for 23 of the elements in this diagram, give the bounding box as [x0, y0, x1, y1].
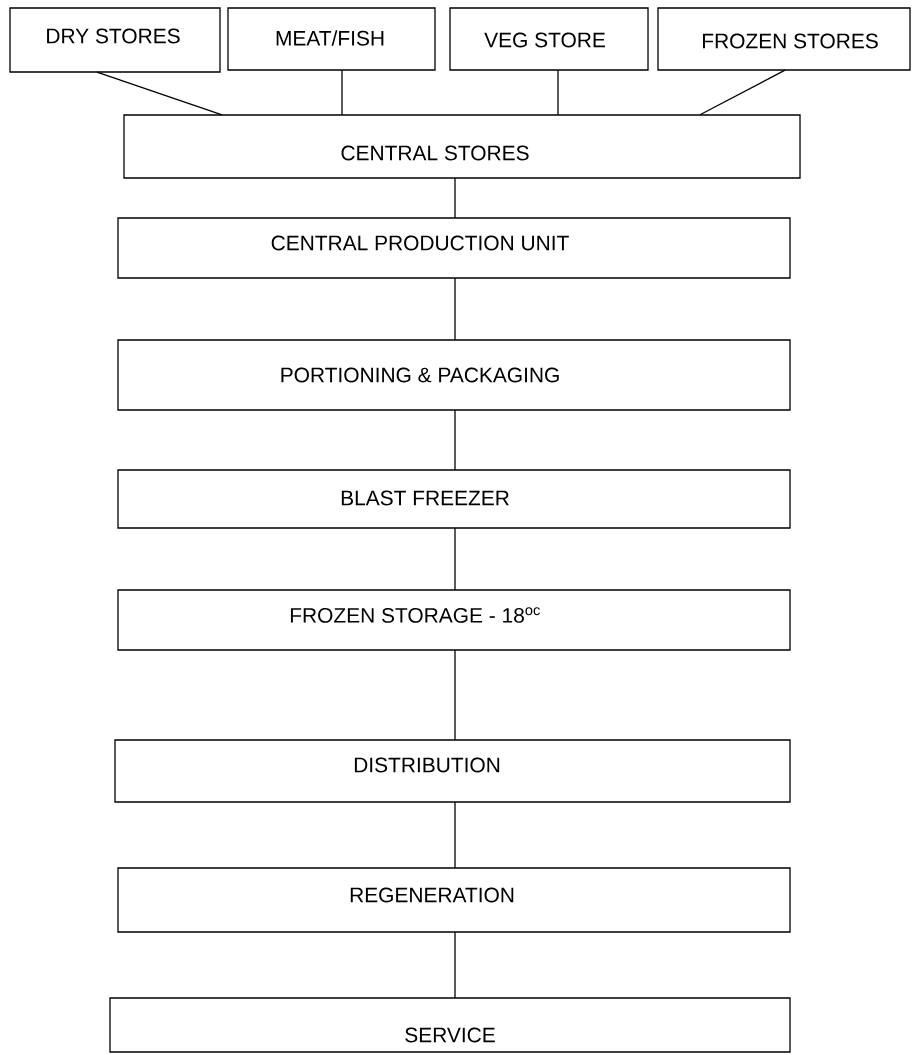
process-box: REGENERATION [117, 867, 791, 933]
connector-line [454, 277, 456, 341]
process-box: FROZEN STORAGE - 18$^{oc}$ [117, 589, 791, 651]
connector-line [454, 649, 456, 741]
connector-line [454, 177, 456, 219]
connector-line [454, 409, 456, 471]
process-box: DRY STORES [9, 7, 221, 73]
process-box: BLAST FREEZER [117, 469, 791, 529]
process-box: DISTRIBUTION [114, 739, 791, 803]
connector-line [699, 69, 786, 116]
process-box: CENTRAL PRODUCTION UNIT [117, 217, 791, 279]
connector-line [341, 69, 343, 116]
process-box: FROZEN STORES [657, 7, 911, 71]
process-box: VEG STORE [449, 7, 649, 71]
connector-line [96, 71, 223, 116]
connector-line [454, 527, 456, 591]
process-box: CENTRAL STORES [123, 114, 801, 179]
process-box: SERVICE [109, 997, 791, 1053]
connector-line [454, 801, 456, 869]
connector-line [557, 69, 559, 116]
connector-line [454, 931, 456, 999]
process-box: MEAT/FISH [227, 7, 436, 71]
process-box: PORTIONING & PACKAGING [117, 339, 791, 411]
